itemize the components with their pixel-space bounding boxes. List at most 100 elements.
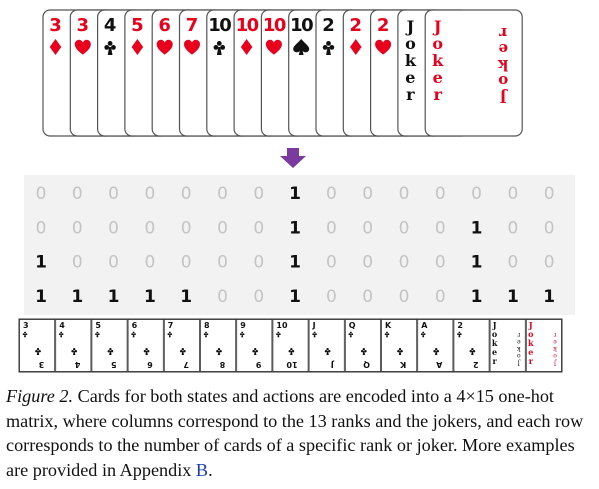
hand-card-rank: 6 — [158, 15, 171, 36]
matrix-cell: 0 — [435, 253, 446, 273]
strip-joker-letter-inverted: o — [553, 352, 557, 359]
hand-card-rank: 4 — [104, 15, 117, 36]
strip-card-frame — [236, 319, 273, 372]
strip-card: 99 — [236, 319, 273, 372]
strip-card-frame — [525, 319, 562, 372]
strip-card: 55 — [91, 319, 128, 372]
strip-card-frame — [308, 319, 345, 372]
hand-joker-letter: o — [405, 34, 416, 53]
hand-card-rank: 2 — [322, 15, 335, 36]
club-icon — [397, 348, 403, 355]
strip-rank: K — [385, 321, 392, 330]
matrix-cell: 0 — [399, 184, 410, 204]
matrix-cell: 1 — [289, 287, 301, 307]
caption-label: Figure 2. — [6, 386, 74, 406]
strip-rank: 2 — [457, 321, 463, 330]
strip-rank-inverted: 9 — [255, 360, 261, 369]
strip-rank-inverted: Q — [363, 360, 370, 369]
matrix-cell: 0 — [507, 184, 518, 204]
strip-joker-letter-inverted: J — [517, 359, 521, 366]
hand-joker-letter: r — [406, 85, 415, 104]
matrix-cell: 0 — [362, 253, 373, 273]
hand-joker-letter: e — [433, 68, 443, 87]
strip-card: 22 — [453, 319, 490, 372]
strip-card: QQ — [344, 319, 381, 372]
matrix-cell: 1 — [144, 287, 156, 307]
club-icon — [252, 348, 259, 355]
club-icon — [131, 331, 136, 338]
matrix-cell: 0 — [253, 287, 264, 307]
club-icon — [95, 331, 100, 338]
matrix-cell: 0 — [326, 287, 337, 307]
matrix-cell: 0 — [72, 218, 83, 238]
strip-card: KK — [381, 319, 418, 372]
strip-card-frame — [91, 319, 128, 372]
hand-joker-letter-inverted: J — [500, 88, 509, 106]
strip-card-frame — [200, 319, 237, 372]
strip-card: 77 — [163, 319, 200, 372]
strip-joker-letter: J — [492, 320, 497, 330]
club-icon — [167, 331, 173, 338]
club-icon — [312, 331, 317, 338]
strip-joker-letter-inverted: k — [553, 345, 557, 352]
hand-joker-letter-inverted: o — [498, 72, 508, 90]
spade-icon — [293, 39, 310, 55]
club-icon — [420, 331, 426, 338]
strip-rank: A — [421, 321, 428, 330]
matrix-cell: 0 — [144, 253, 155, 273]
strip-joker-letter: k — [492, 338, 498, 348]
strip-rank: J — [312, 321, 316, 330]
strip-rank: 6 — [132, 321, 138, 330]
hand-card-rank: 10 — [236, 15, 259, 36]
strip-rank-inverted: 4 — [74, 360, 80, 369]
strip-card: 44 — [55, 319, 92, 372]
matrix-cell: 0 — [217, 218, 228, 238]
strip-joker-letter-inverted: e — [517, 338, 521, 345]
strip-joker-letter-inverted: e — [553, 338, 557, 345]
strip-card-frame — [272, 319, 309, 372]
strip-card-frame — [344, 319, 381, 372]
club-icon — [433, 348, 440, 355]
matrix-cell: 0 — [544, 253, 555, 273]
heart-icon — [156, 39, 173, 55]
club-icon — [35, 348, 41, 355]
strip-joker-letter: e — [492, 347, 497, 357]
matrix-cell: 0 — [72, 253, 83, 273]
club-icon — [71, 348, 78, 355]
diamond-icon — [350, 39, 362, 55]
hand-card-rank: 10 — [208, 15, 231, 36]
club-icon — [143, 348, 150, 355]
hand-card-rank: 5 — [131, 15, 144, 36]
strip-card-frame — [453, 319, 490, 372]
strip-rank: 10 — [276, 321, 288, 330]
hand-card-rank: 2 — [377, 15, 390, 36]
appendix-link[interactable]: B — [195, 459, 209, 480]
hand-joker-letter-inverted: k — [497, 56, 508, 74]
matrix-cell: 0 — [471, 184, 482, 204]
club-icon — [360, 348, 367, 355]
strip-card-frame — [417, 319, 454, 372]
strip-joker-letter: k — [528, 338, 534, 348]
strip-card: JJ — [308, 319, 345, 372]
matrix-cell: 0 — [507, 253, 518, 273]
matrix-cell: 0 — [435, 218, 446, 238]
hand-card-rank: 3 — [49, 15, 62, 36]
matrix-cell: 1 — [180, 287, 192, 307]
strip-rank: 3 — [23, 321, 29, 330]
strip-card: 66 — [127, 319, 164, 372]
matrix-cell: 0 — [435, 184, 446, 204]
strip-card-frame — [127, 319, 164, 372]
hand-card-rank: 7 — [186, 15, 199, 36]
matrix-cell: 0 — [181, 184, 192, 204]
matrix-cell: 1 — [471, 253, 483, 273]
hand-joker-letter: k — [405, 51, 417, 70]
strip-joker-letter: o — [492, 329, 498, 339]
strip-rank: 4 — [59, 321, 65, 330]
strip-rank: 8 — [204, 321, 210, 330]
strip-card: 33 — [19, 319, 56, 372]
